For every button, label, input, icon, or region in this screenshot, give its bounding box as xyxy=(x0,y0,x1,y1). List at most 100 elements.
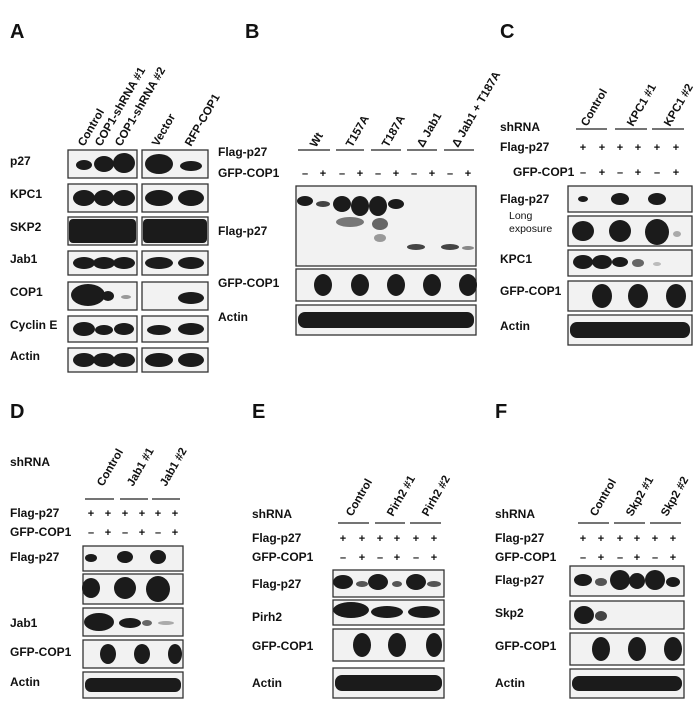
gfp-sign: + xyxy=(465,168,471,180)
band xyxy=(298,312,474,328)
band xyxy=(297,196,313,206)
flag-sign: + xyxy=(105,508,111,520)
band xyxy=(572,221,594,241)
band xyxy=(628,284,648,308)
band xyxy=(388,199,404,209)
band xyxy=(178,292,204,304)
band xyxy=(95,325,113,335)
blot-c xyxy=(567,185,693,346)
band xyxy=(94,190,114,206)
band xyxy=(336,217,364,227)
row-label-cyclin-e: Cyclin E xyxy=(10,318,57,332)
band xyxy=(85,554,97,562)
band xyxy=(100,644,116,664)
panel-a: A Control COP1-shRNA #1 COP1-shRNA #2 Ve… xyxy=(10,21,223,373)
gfp-sign: + xyxy=(320,168,326,180)
group-label-pirh2-1: Pirh2 #1 xyxy=(385,473,418,518)
gfp-sign: – xyxy=(413,552,419,564)
band xyxy=(150,550,166,564)
gfp-sign: – xyxy=(617,167,623,179)
panel-c-letter: C xyxy=(500,21,514,43)
group-label-delta-jab1: Δ Jab1 xyxy=(415,110,445,149)
blot-a-left xyxy=(67,149,138,373)
flag-sign: + xyxy=(670,533,676,545)
flag-sign: + xyxy=(654,142,660,154)
gfp-sign: + xyxy=(673,167,679,179)
cond-label-gfp-cop1: GFP-COP1 xyxy=(495,550,557,564)
gfp-sign: – xyxy=(411,168,417,180)
blot-e xyxy=(332,569,445,699)
band xyxy=(73,257,95,269)
cond-label-gfp-cop1: GFP-COP1 xyxy=(218,166,280,180)
group-label-t187a: T187A xyxy=(380,114,408,150)
band xyxy=(351,274,369,296)
flag-sign: + xyxy=(394,533,400,545)
band xyxy=(85,678,181,692)
band xyxy=(371,606,403,618)
blot-b xyxy=(295,185,477,336)
flag-sign: + xyxy=(617,533,623,545)
cond-label-flag-p27: Flag-p27 xyxy=(500,140,550,154)
row-label-skp2: SKP2 xyxy=(10,220,42,234)
flag-sign: + xyxy=(340,533,346,545)
panel-d-letter: D xyxy=(10,401,24,423)
flag-sign: + xyxy=(139,508,145,520)
cond-label-gfp-cop1: GFP-COP1 xyxy=(10,525,72,539)
flag-sign: + xyxy=(122,508,128,520)
gfp-sign: – xyxy=(122,527,128,539)
band xyxy=(426,633,442,657)
band xyxy=(178,353,204,367)
gfp-sign: – xyxy=(617,552,623,564)
band xyxy=(145,257,173,269)
gfp-sign: – xyxy=(654,167,660,179)
gfp-sign: + xyxy=(172,527,178,539)
gfp-sign: – xyxy=(580,552,586,564)
band xyxy=(392,581,402,587)
band xyxy=(612,257,628,267)
band xyxy=(372,218,388,230)
band xyxy=(178,190,204,206)
group-label-delta-jab1-t187a: Δ Jab1 + T187A xyxy=(450,70,503,150)
shrna-label: shRNA xyxy=(10,455,50,469)
blot-a-right xyxy=(141,149,209,373)
band xyxy=(664,637,682,661)
gfp-sign: + xyxy=(599,167,605,179)
band xyxy=(632,259,644,267)
row-label-skp2: Skp2 xyxy=(495,606,524,620)
row-label-gfp-cop1: GFP-COP1 xyxy=(218,276,280,290)
band xyxy=(333,196,351,212)
band xyxy=(333,575,353,589)
band xyxy=(113,257,135,269)
cond-label-gfp-cop1: GFP-COP1 xyxy=(513,165,575,179)
band xyxy=(648,193,666,205)
cond-label-flag-p27: Flag-p27 xyxy=(218,145,268,159)
panel-d: D Control Jab1 #1 Jab1 #2 shRNA Flag-p27… xyxy=(10,401,190,699)
row-label-actin: Actin xyxy=(10,349,40,363)
band xyxy=(76,160,92,170)
row-label-flag-p27: Flag-p27 xyxy=(495,573,545,587)
band xyxy=(666,284,686,308)
band xyxy=(143,219,207,243)
row-label-actin: Actin xyxy=(495,676,525,690)
band xyxy=(592,637,610,661)
gfp-sign: + xyxy=(394,552,400,564)
gfp-sign: + xyxy=(139,527,145,539)
band xyxy=(388,633,406,657)
band xyxy=(611,193,629,205)
panel-a-letter: A xyxy=(10,21,24,43)
band xyxy=(73,322,95,336)
band xyxy=(368,574,388,590)
panel-e-letter: E xyxy=(252,401,265,423)
band xyxy=(71,284,105,306)
band xyxy=(145,353,173,367)
band xyxy=(94,156,114,172)
row-label-jab1: Jab1 xyxy=(10,616,38,630)
group-label-jab1-1: Jab1 #1 xyxy=(125,445,157,488)
row-label-kpc1: KPC1 xyxy=(10,187,42,201)
blot-f xyxy=(569,565,685,699)
gfp-sign: – xyxy=(377,552,383,564)
band xyxy=(178,323,204,335)
row-label-gfp-cop1: GFP-COP1 xyxy=(495,639,557,653)
band xyxy=(117,551,133,563)
group-label-wt: Wt xyxy=(308,131,326,150)
